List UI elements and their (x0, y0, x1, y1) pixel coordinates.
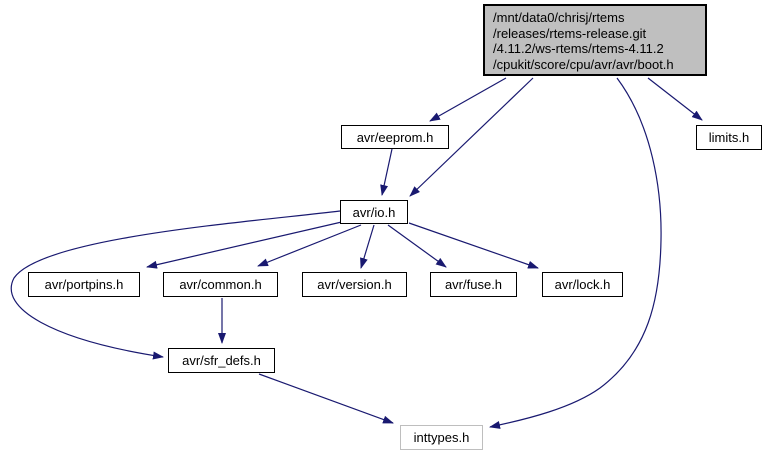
node-avr-version-h[interactable]: avr/version.h (302, 272, 407, 297)
edge-io-portpins (146, 220, 347, 269)
edge-io-sfrdefs (10, 210, 341, 360)
edge-boot-inttypes (489, 77, 662, 429)
node-avr-sfr-defs-h[interactable]: avr/sfr_defs.h (168, 348, 275, 373)
node-avr-fuse-h[interactable]: avr/fuse.h (430, 272, 517, 297)
edge-sfrdefs-inttypes (258, 373, 394, 424)
node-avr-eeprom-h[interactable]: avr/eeprom.h (341, 125, 449, 149)
edge-io-version (360, 224, 375, 269)
node-limits-h[interactable]: limits.h (696, 125, 762, 150)
node-avr-portpins-h[interactable]: avr/portpins.h (28, 272, 140, 297)
node-inttypes-h: inttypes.h (400, 425, 483, 450)
edge-boot-limits (647, 77, 703, 121)
node-avr-lock-h[interactable]: avr/lock.h (542, 272, 623, 297)
edge-eeprom-io (380, 148, 393, 196)
edge-io-lock (408, 222, 539, 269)
edge-io-common (257, 224, 362, 267)
edge-boot-eeprom (429, 77, 507, 122)
node-avr-io-h[interactable]: avr/io.h (340, 200, 408, 224)
edge-boot-io (409, 77, 534, 197)
edge-io-fuse (387, 224, 447, 268)
node-avr-common-h[interactable]: avr/common.h (163, 272, 278, 297)
node-boot-h: /mnt/data0/chrisj/rtems /releases/rtems-… (483, 4, 707, 76)
